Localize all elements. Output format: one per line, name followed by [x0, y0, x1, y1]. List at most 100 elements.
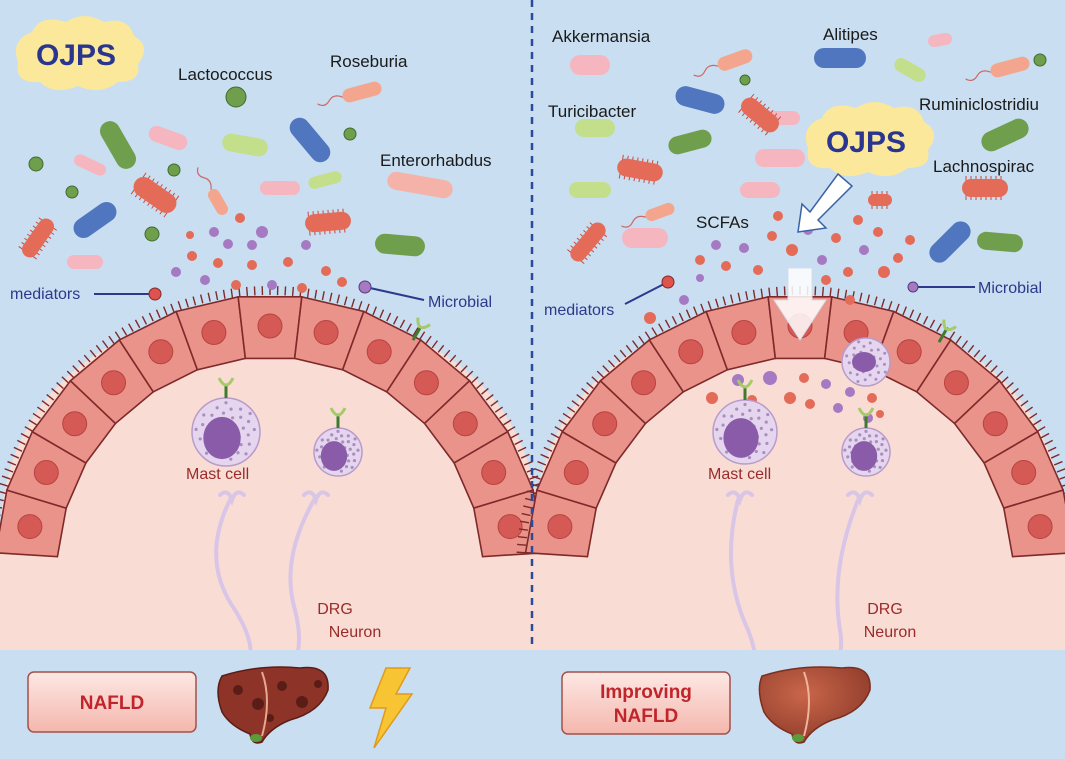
right-neuron-label: Neuron	[864, 624, 916, 641]
bacterium	[570, 55, 610, 75]
molecule-dot	[821, 379, 831, 389]
bacteria-label-turicibacter: Turicibacter	[548, 102, 637, 121]
molecule-dot	[209, 227, 219, 237]
molecule-dot	[235, 213, 245, 223]
molecule-dot	[739, 243, 749, 253]
bacterium	[575, 119, 615, 137]
microvilli	[516, 286, 1065, 554]
molecule-dot	[144, 226, 160, 242]
improving-label: Improving	[600, 682, 692, 703]
molecule-dot	[845, 295, 855, 305]
molecule-dot	[876, 410, 884, 418]
molecule-dot	[893, 253, 903, 263]
bacteria-label-lachnospirac: Lachnospirac	[933, 157, 1035, 176]
molecule-dot	[297, 283, 307, 293]
molecule-dot	[767, 231, 777, 241]
right-epithelium	[516, 286, 1065, 558]
left-neuron-label: Neuron	[329, 624, 381, 641]
absorption-arrow-down	[773, 267, 827, 341]
molecule-dot	[171, 267, 181, 277]
bacterium	[222, 133, 268, 157]
mast-cell	[841, 407, 891, 477]
bacterium	[740, 182, 780, 198]
cell-nucleus	[592, 411, 618, 437]
molecule-dot	[739, 74, 751, 86]
bacterium	[617, 154, 663, 185]
bacterium	[317, 81, 382, 107]
right-liver-healthy	[758, 666, 871, 744]
molecule-dot	[695, 255, 705, 265]
cell-nucleus	[148, 339, 174, 365]
bacterium	[668, 129, 712, 155]
bacterium	[196, 167, 228, 215]
bacteria-label-roseburia: Roseburia	[330, 52, 408, 71]
left-liver-diseased	[217, 666, 329, 744]
left-epithelium	[0, 286, 554, 558]
lightning-icon	[368, 667, 414, 749]
bacterium	[387, 171, 453, 199]
bacterium	[621, 202, 675, 228]
right-ojps-label: OJPS	[826, 126, 906, 159]
receptor-icon	[411, 317, 431, 341]
molecule-dot	[843, 267, 853, 277]
molecule-dot	[817, 255, 827, 265]
left-microbial-label: Microbial	[428, 294, 492, 311]
molecule-dot	[753, 265, 763, 275]
molecule-dot	[878, 266, 890, 278]
bacterium	[100, 121, 136, 169]
cell-nucleus	[17, 514, 43, 540]
bacterium	[622, 228, 668, 248]
bacterium	[130, 172, 180, 218]
cell-nucleus	[413, 370, 439, 396]
mast-cell	[191, 377, 261, 467]
cell-nucleus	[731, 320, 757, 346]
molecule-dot	[200, 275, 210, 285]
bacterium	[675, 86, 725, 114]
bacterium	[567, 222, 608, 265]
right-ojps-cloud: OJPS	[805, 102, 935, 177]
molecule-dot	[301, 240, 311, 250]
cell-nucleus	[982, 411, 1008, 437]
bacterium	[755, 149, 805, 167]
bacterium	[73, 201, 117, 239]
cell-nucleus	[1027, 514, 1053, 540]
molecule-dot	[711, 240, 721, 250]
right-mediators-label: mediators	[544, 302, 614, 319]
nafld-label: NAFLD	[80, 693, 144, 714]
cell-nucleus	[62, 411, 88, 437]
cell-nucleus	[101, 370, 127, 396]
cell-nucleus	[943, 370, 969, 396]
bacterium	[977, 231, 1023, 253]
molecule-dot	[644, 312, 656, 324]
bacterium	[74, 154, 106, 176]
bacterium	[67, 255, 103, 269]
bacterium	[962, 176, 1008, 200]
cell-nucleus	[366, 339, 392, 365]
bacteria-label-ruminiclostridiu: Ruminiclostridiu	[919, 95, 1039, 114]
cell-nucleus	[678, 339, 704, 365]
molecule-dot	[845, 387, 855, 397]
cell-nucleus	[563, 460, 589, 486]
molecule-dot	[321, 266, 331, 276]
bacterium	[148, 125, 188, 151]
cell-nucleus	[33, 460, 59, 486]
improving-nafld-box: Improving NAFLD	[561, 671, 731, 735]
molecule-dot	[65, 185, 79, 199]
cell-nucleus	[547, 514, 573, 540]
left-mast-cell-label: Mast cell	[186, 466, 249, 483]
cell-nucleus	[896, 339, 922, 365]
molecule-dot	[873, 227, 883, 237]
molecule-dot	[28, 156, 44, 172]
molecule-dot	[167, 163, 181, 177]
bacterium	[693, 49, 753, 77]
right-drg-label: DRG	[867, 601, 903, 618]
cell-nucleus	[481, 460, 507, 486]
bacterium	[305, 208, 351, 236]
bacterium	[894, 58, 926, 82]
left-mediators-label: mediators	[10, 286, 80, 303]
degranulating-mast-cell	[841, 337, 891, 387]
molecule-dot	[283, 257, 293, 267]
molecule-dot	[187, 251, 197, 261]
molecule-dot	[231, 280, 241, 290]
molecule-dot	[833, 403, 843, 413]
